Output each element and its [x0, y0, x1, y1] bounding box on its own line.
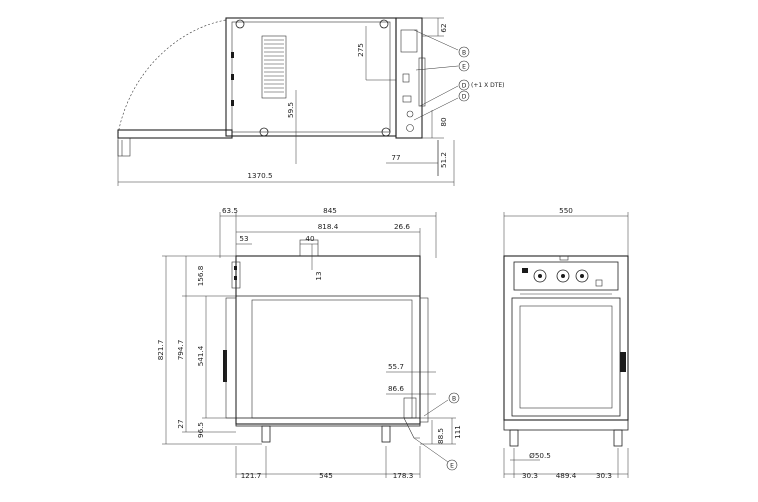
- dim-26-6: 26.6: [394, 222, 410, 231]
- side-view: 63.5 845 818.4 26.6 53 40 13 156.8 821.7…: [156, 206, 462, 480]
- dim-550: 550: [559, 206, 573, 215]
- svg-text:D: D: [462, 83, 467, 90]
- dim-77: 77: [391, 153, 400, 162]
- foot-circle: [235, 19, 245, 29]
- top-view-body: [225, 17, 397, 137]
- dim-541-4: 541.4: [196, 345, 205, 366]
- dim-121-7: 121.7: [241, 471, 262, 480]
- front-door-handle: [620, 352, 626, 372]
- dim-545: 545: [319, 471, 333, 480]
- dim-80: 80: [439, 117, 448, 127]
- vent-grille: [261, 35, 287, 99]
- dim-59-5: 59.5: [286, 102, 295, 118]
- foot-circle: [259, 127, 269, 137]
- open-door-panel: [117, 129, 233, 139]
- dim-156-8: 156.8: [196, 265, 205, 286]
- dim-55-7: 55.7: [388, 362, 404, 371]
- svg-text:E: E: [450, 463, 454, 470]
- svg-text:B: B: [452, 396, 456, 403]
- dim-96-5: 96.5: [196, 422, 205, 438]
- callout-b-top: B: [413, 29, 470, 58]
- dim-794-7: 794.7: [176, 340, 185, 361]
- top-view: 1370.5 77 62 275 59.5 80 51.2 B E D (+1 …: [117, 17, 505, 186]
- front-control-panel: [513, 261, 619, 291]
- front-door: [511, 297, 621, 417]
- dim-63-5: 63.5: [222, 206, 238, 215]
- side-foot: [381, 425, 391, 443]
- dim-111: 111: [453, 425, 462, 439]
- dim-845: 845: [323, 206, 337, 215]
- svg-text:D: D: [462, 94, 467, 101]
- control-column: [395, 17, 423, 139]
- svg-text:B: B: [462, 50, 466, 57]
- dim-40: 40: [305, 234, 315, 243]
- dim-foot-diameter: Ø50.5: [529, 451, 551, 460]
- callout-d-top-2: D: [413, 90, 470, 121]
- dim-821-7: 821.7: [156, 340, 165, 361]
- foot-circle: [381, 127, 391, 137]
- callout-b-side: B: [423, 392, 460, 417]
- dim-86-6: 86.6: [388, 384, 404, 393]
- dim-27: 27: [176, 419, 185, 428]
- dim-88-5: 88.5: [436, 428, 445, 444]
- side-foot: [261, 425, 271, 443]
- front-foot: [509, 429, 519, 447]
- dim-30-3-left: 30.3: [522, 471, 538, 480]
- svg-text:E: E: [462, 64, 466, 71]
- foot-circle: [379, 19, 389, 29]
- dim-53: 53: [239, 234, 248, 243]
- dim-1370-5: 1370.5: [247, 171, 272, 180]
- front-foot: [613, 429, 623, 447]
- side-door-handle: [223, 350, 227, 382]
- callout-d-note: (+1 X DTE): [471, 82, 505, 89]
- door-swing-arc: [117, 19, 227, 135]
- dim-178-3: 178.3: [393, 471, 414, 480]
- dim-62: 62: [439, 23, 448, 32]
- dim-30-3-right: 30.3: [596, 471, 612, 480]
- dim-818-4: 818.4: [318, 222, 339, 231]
- dim-489-4: 489.4: [556, 471, 577, 480]
- front-view-body: [503, 255, 629, 421]
- dim-275: 275: [356, 43, 365, 57]
- callout-e-top: E: [415, 60, 470, 72]
- dim-51-2: 51.2: [439, 152, 448, 168]
- callout-e-side: E: [413, 437, 458, 471]
- front-view: 550 Ø50.5 30.3 489.4 30.3: [503, 206, 629, 480]
- callout-d-top-1: D (+1 X DTE): [419, 79, 505, 107]
- side-view-body: [235, 255, 421, 425]
- dim-13: 13: [314, 271, 323, 280]
